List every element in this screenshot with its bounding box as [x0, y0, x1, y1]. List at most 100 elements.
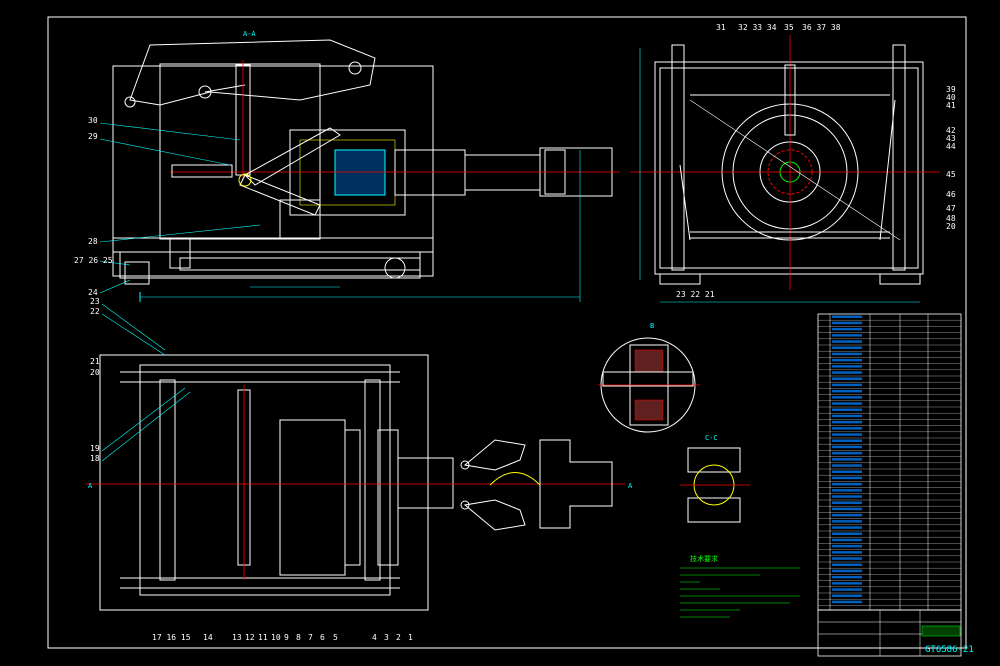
parts-row-entry — [832, 327, 862, 331]
technical-notes: 技术要求 — [680, 554, 800, 618]
callout-19: 19 — [90, 444, 100, 453]
callout-14: 14 — [203, 633, 213, 642]
callout-44: 44 — [946, 142, 956, 151]
callout-9: 9 — [284, 633, 289, 642]
parts-row-entry — [832, 464, 862, 467]
parts-row-entry — [832, 358, 862, 362]
callout-21: 21 — [90, 357, 100, 366]
parts-row-entry — [832, 396, 862, 399]
parts-row-entry — [832, 495, 862, 498]
callout-40: 40 — [946, 93, 956, 102]
callout-3: 3 — [384, 633, 389, 642]
callout-6: 6 — [320, 633, 325, 642]
parts-row-entry — [832, 482, 862, 486]
parts-row-entry — [832, 520, 862, 523]
callout-20-side: 20 — [946, 222, 956, 231]
section-label-a: A-A — [243, 30, 256, 38]
callout-22: 22 — [90, 307, 100, 316]
callout-17-16-15: 17 16 15 — [152, 633, 191, 642]
callout-32-33-34: 32 33 34 — [738, 23, 777, 32]
callout-28: 28 — [88, 237, 98, 246]
parts-row-entry — [832, 526, 862, 529]
parts-row-entry — [832, 377, 862, 380]
callout-41: 41 — [946, 101, 956, 110]
parts-row-entry — [832, 582, 862, 585]
callout-10: 10 — [271, 633, 281, 642]
parts-row-entry — [832, 383, 862, 387]
parts-row-entry — [832, 551, 862, 554]
callout-36-37-38: 36 37 38 — [802, 23, 841, 32]
parts-row-entry — [832, 321, 862, 325]
axis-b-label: B — [650, 322, 654, 330]
title-block: GT6586-21 — [817, 609, 974, 657]
callout-12: 12 — [245, 633, 255, 642]
parts-row-entry — [832, 476, 862, 480]
callout-7: 7 — [308, 633, 313, 642]
side-view: 31 32 33 34 35 36 37 38 39 40 41 42 43 4… — [630, 23, 956, 303]
axis-a-left: A — [88, 482, 93, 490]
parts-row-entry — [832, 544, 862, 548]
callout-8: 8 — [296, 633, 301, 642]
parts-row-entry — [832, 507, 862, 511]
parts-row-entry — [832, 315, 862, 318]
callout-29: 29 — [88, 132, 98, 141]
parts-row-entry — [832, 569, 862, 573]
parts-row-entry — [832, 445, 862, 449]
parts-row-entry — [832, 458, 862, 461]
callout-13: 13 — [232, 633, 242, 642]
parts-row-entry — [832, 563, 862, 566]
parts-row-entry — [832, 340, 862, 343]
parts-row-entry — [832, 538, 862, 542]
callout-20: 20 — [90, 368, 100, 377]
parts-row-entry — [832, 594, 862, 597]
callout-46: 46 — [946, 190, 956, 199]
parts-row-entry — [832, 389, 862, 393]
callout-18: 18 — [90, 454, 100, 463]
callout-27-26-25: 27 26 25 — [74, 256, 113, 265]
section-label-c: C-C — [705, 434, 718, 442]
parts-row-entry — [832, 439, 862, 442]
drawing-border — [47, 16, 967, 649]
detail-c-view: C-C — [680, 434, 750, 523]
parts-row-entry — [832, 402, 862, 405]
parts-row-entry — [832, 427, 862, 430]
parts-row-entry — [832, 489, 862, 492]
callout-42: 42 — [946, 126, 956, 135]
callout-31: 31 — [716, 23, 726, 32]
parts-list-table — [817, 313, 962, 611]
callout-1: 1 — [408, 633, 413, 642]
parts-row-entry — [832, 334, 862, 337]
parts-row-entry — [832, 433, 862, 436]
callout-2: 2 — [396, 633, 401, 642]
callout-48: 48 — [946, 214, 956, 223]
parts-row-entry — [832, 532, 862, 535]
detail-b-view: B — [598, 322, 700, 433]
parts-row-entry — [832, 600, 862, 604]
parts-row-entry — [832, 451, 862, 455]
parts-row-entry — [832, 557, 862, 560]
parts-row-entry — [832, 420, 862, 424]
parts-row-entry — [832, 346, 862, 349]
parts-row-entry — [832, 575, 862, 579]
callout-4: 4 — [372, 633, 377, 642]
callout-35: 35 — [784, 23, 794, 32]
drawing-number: GT6586-21 — [925, 645, 974, 655]
front-view: A-A 30 29 28 27 26 25 24 — [74, 30, 620, 302]
callout-23: 23 — [90, 297, 100, 306]
callout-23-22-21: 23 22 21 — [676, 290, 715, 299]
axis-a-right: A — [628, 482, 633, 490]
parts-row-entry — [832, 414, 862, 418]
parts-row-entry — [832, 588, 862, 591]
parts-row-entry — [832, 371, 862, 374]
callout-39: 39 — [946, 85, 956, 94]
parts-row-entry — [832, 408, 862, 411]
notes-title: 技术要求 — [690, 554, 718, 563]
callout-47: 47 — [946, 204, 956, 213]
parts-row-entry — [832, 501, 862, 504]
callout-5: 5 — [333, 633, 338, 642]
parts-row-entry — [832, 365, 862, 368]
callout-24: 24 — [88, 288, 98, 297]
callout-45: 45 — [946, 170, 956, 179]
